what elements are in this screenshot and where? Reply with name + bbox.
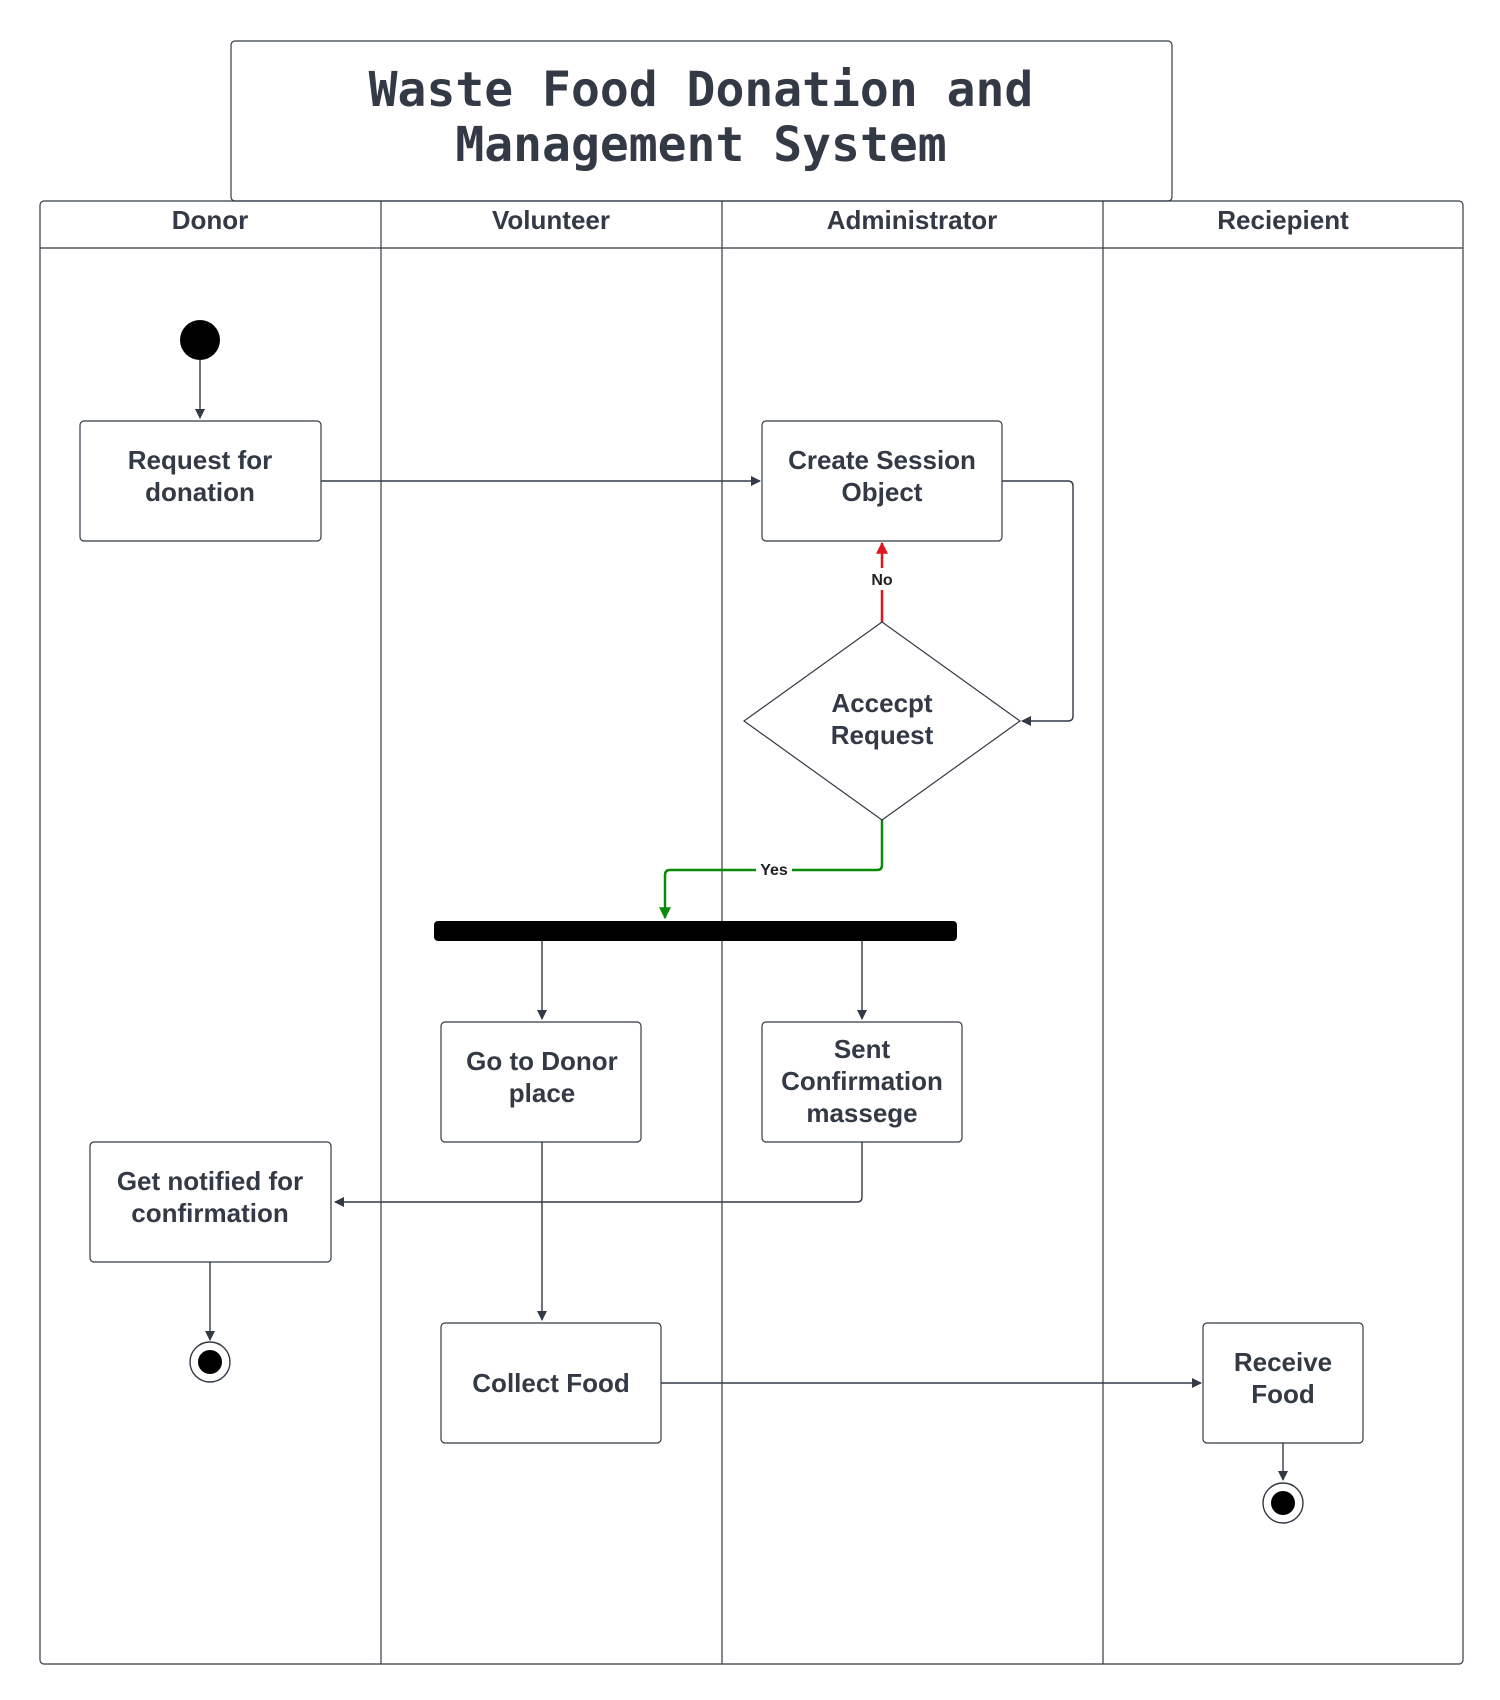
action-sent-confirm-line-3: massege <box>806 1098 917 1128</box>
final-node-recipient <box>1262 1482 1304 1524</box>
title-line-2: Management System <box>455 117 946 173</box>
action-request-donation: Request for donation <box>79 420 322 542</box>
decision-accept-request: Accecpt Request <box>742 621 1022 821</box>
decision-accept-line-2: Request <box>831 720 934 750</box>
action-go-donor-line-1: Go to Donor <box>466 1046 618 1076</box>
diagram-title: Waste Food Donation and Management Syste… <box>230 40 1173 202</box>
action-request-donation-line-1: Request for <box>128 445 272 475</box>
action-collect-food: Collect Food <box>440 1322 662 1444</box>
edge-sent-confirm-to-get-notified <box>334 1142 863 1207</box>
title-line-1: Waste Food Donation and <box>369 62 1034 118</box>
swimlane-frame <box>39 200 1464 1665</box>
lane-header-volunteer: Volunteer <box>492 205 610 235</box>
action-collect-food-line-1: Collect Food <box>472 1368 629 1398</box>
lane-header-recipient: Reciepient <box>1217 205 1349 235</box>
action-sent-confirmation: Sent Confirmation massege <box>761 1021 963 1143</box>
action-get-notified: Get notified for confirmation <box>89 1141 332 1263</box>
action-go-to-donor-place: Go to Donor place <box>440 1021 642 1143</box>
lane-header-administrator: Administrator <box>827 205 997 235</box>
final-node-donor <box>189 1341 231 1383</box>
edge-label-yes: Yes <box>756 859 792 881</box>
action-request-donation-line-2: donation <box>145 477 255 507</box>
action-sent-confirm-line-2: Confirmation <box>781 1066 943 1096</box>
edge-create-session-to-accept <box>1002 480 1074 726</box>
initial-node <box>180 320 220 360</box>
edges <box>195 360 1288 1481</box>
decision-accept-line-1: Accecpt <box>831 688 932 718</box>
action-receive-food-line-2: Food <box>1251 1379 1315 1409</box>
action-receive-food: Receive Food <box>1202 1322 1364 1444</box>
fork-bar <box>434 921 957 941</box>
action-create-session-object: Create Session Object <box>761 420 1003 542</box>
action-receive-food-line-1: Receive <box>1234 1347 1332 1377</box>
action-get-notified-line-1: Get notified for <box>117 1166 303 1196</box>
action-sent-confirm-line-1: Sent <box>834 1034 891 1064</box>
action-go-donor-line-2: place <box>509 1078 576 1108</box>
action-get-notified-line-2: confirmation <box>131 1198 288 1228</box>
edge-label-no: No <box>866 568 898 590</box>
edge-label-yes-text: Yes <box>760 862 788 879</box>
action-create-session-line-1: Create Session <box>788 445 976 475</box>
edge-label-no-text: No <box>871 572 893 589</box>
lane-header-donor: Donor <box>172 205 249 235</box>
action-create-session-line-2: Object <box>842 477 923 507</box>
